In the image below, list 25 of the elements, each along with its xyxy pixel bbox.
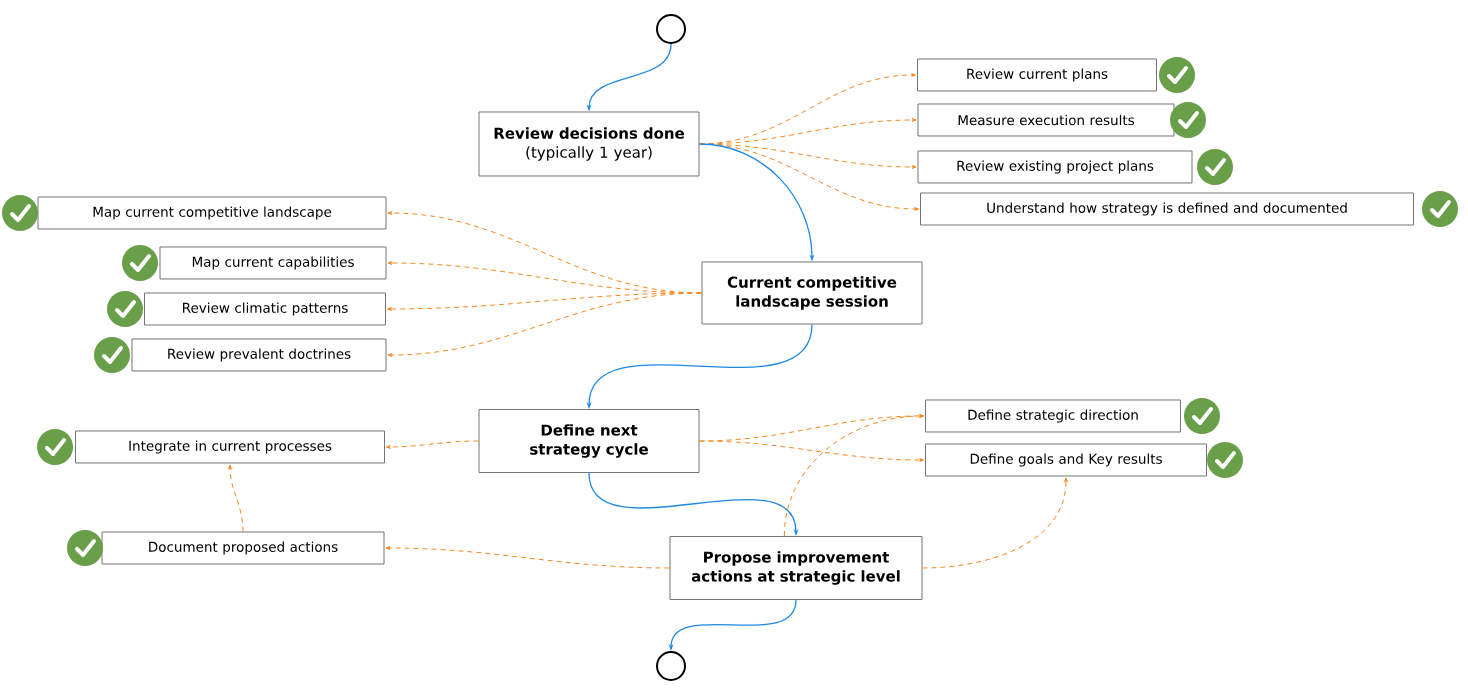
task-box: Measure execution results <box>917 103 1175 137</box>
task-box: Map current competitive landscape <box>37 196 387 230</box>
process-box: Define next strategy cycle <box>478 409 700 473</box>
task-box: Review prevalent doctrines <box>131 338 387 372</box>
task-box: Review current plans <box>917 58 1157 92</box>
dashed-arrow <box>387 292 702 357</box>
task-box: Define strategic direction <box>925 399 1181 433</box>
dashed-arrow <box>699 440 924 462</box>
dashed-arrow <box>385 546 670 569</box>
start-end-circle <box>656 651 686 681</box>
task-box: Document proposed actions <box>101 531 385 565</box>
task-box: Map current capabilities <box>159 246 387 280</box>
dashed-arrow <box>783 414 924 537</box>
dashed-arrow <box>228 464 244 532</box>
task-box: Define goals and Key results <box>925 443 1207 477</box>
dashed-arrow <box>922 477 1068 569</box>
task-box: Review climatic patterns <box>144 292 386 326</box>
start-end-circle <box>656 14 686 44</box>
process-box: Review decisions done (typically 1 year) <box>478 111 700 177</box>
task-box: Review existing project plans <box>917 150 1193 184</box>
dashed-arrow <box>386 440 479 449</box>
task-box: Integrate in current processes <box>75 430 385 464</box>
process-box: Current competitive landscape session <box>701 261 923 325</box>
task-box: Understand how strategy is defined and documented <box>920 192 1414 226</box>
process-box: Propose improvement actions at strategic level <box>669 536 923 600</box>
